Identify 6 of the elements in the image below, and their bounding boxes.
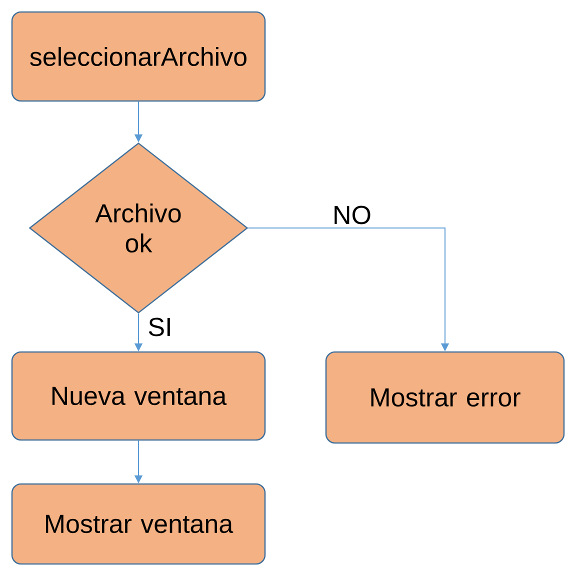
process-box: Mostrar error	[325, 351, 565, 444]
process-box: Nueva ventana	[11, 351, 266, 441]
process-box: Mostrar ventana	[11, 483, 266, 565]
edge-label: NO	[332, 204, 372, 226]
edge-label: SI	[146, 316, 174, 338]
process-box: seleccionarArchivo	[11, 11, 266, 102]
